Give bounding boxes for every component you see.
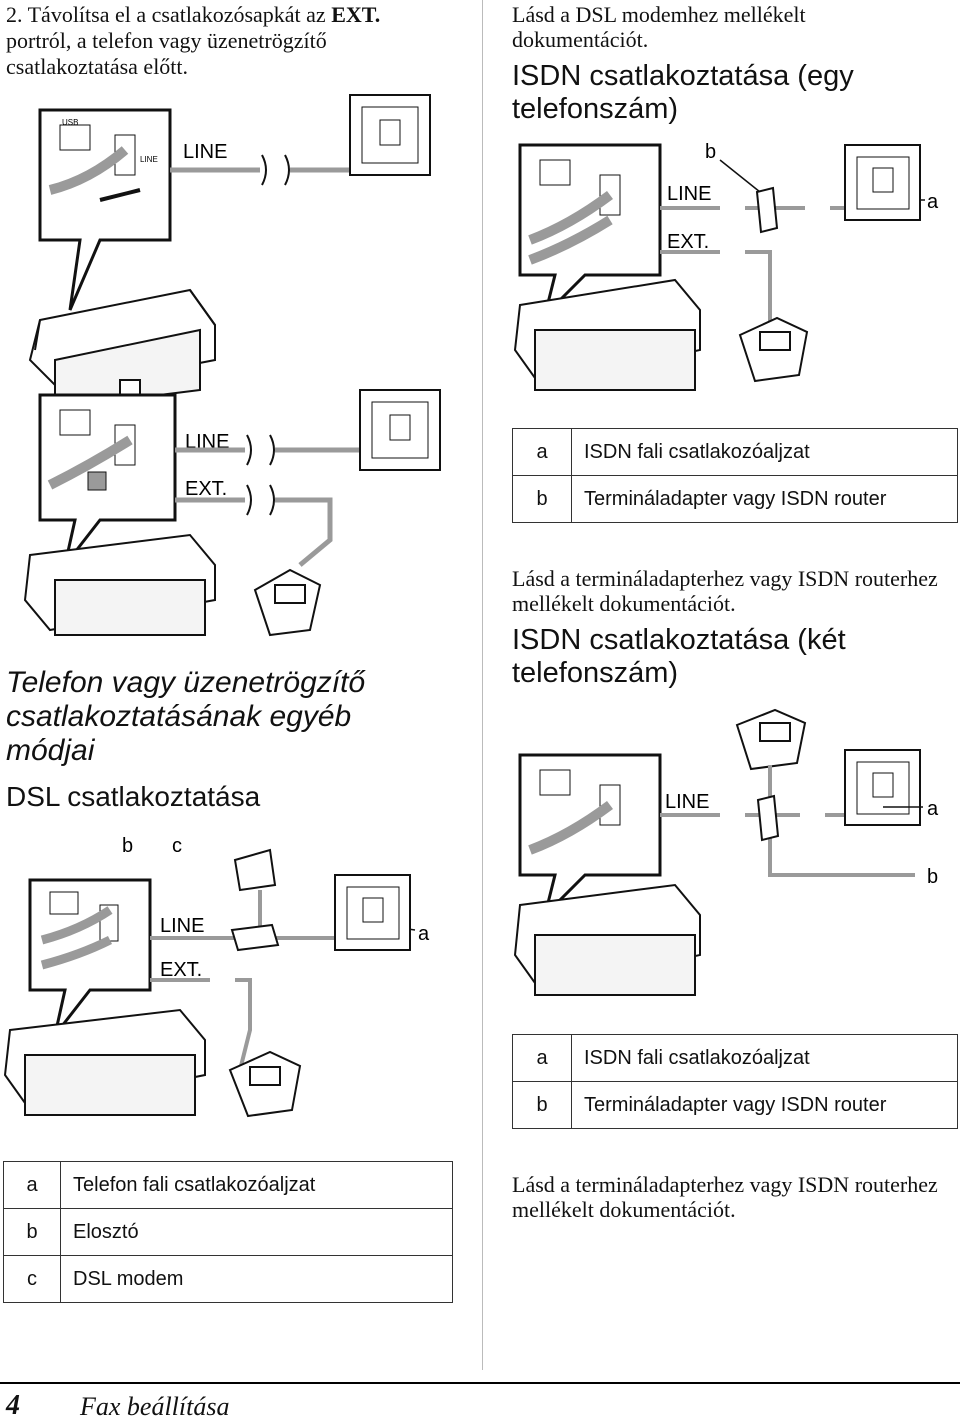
printer-icon: [3, 1008, 206, 1116]
legend-value: Telefon fali csatlakozóaljzat: [60, 1161, 453, 1209]
fig3-label-c: c: [172, 835, 182, 857]
table-row: a ISDN fali csatlakozóaljzat: [512, 428, 958, 476]
figure-line-ext: LINE EXT.: [23, 389, 441, 637]
telephone-icon: [735, 708, 807, 771]
line-port-label: LINE: [140, 155, 158, 164]
port-callout: [518, 143, 662, 320]
step-text-after: portról, a telefon vagy üzenetrögzítő cs…: [6, 28, 327, 79]
legend-value: Elosztó: [60, 1208, 453, 1256]
printer-icon: [513, 883, 701, 996]
table-row: b Elosztó: [3, 1208, 453, 1256]
fig3-label-b: b: [122, 835, 133, 857]
usb-port-label: USB: [62, 118, 78, 127]
fig3-ext-label: EXT.: [160, 959, 202, 981]
legend-key: b: [512, 475, 572, 523]
figure-dsl: b c LINE EXT. a: [3, 835, 430, 1118]
legend-key: a: [512, 428, 572, 476]
table-row: a ISDN fali csatlakozóaljzat: [512, 1034, 958, 1082]
legend-value: ISDN fali csatlakozóaljzat: [571, 428, 958, 476]
fig4-label-b: b: [705, 141, 716, 163]
dsl-modem-icon: [233, 848, 277, 892]
isdn2-legend-table: a ISDN fali csatlakozóaljzat b Terminála…: [512, 1034, 958, 1129]
port-callout: [38, 393, 177, 566]
fig5-label-b: b: [927, 866, 938, 888]
port-callout: [28, 878, 152, 1036]
footer-rule: [0, 1382, 960, 1384]
telephone-icon: [253, 568, 322, 637]
step-text-before: Távolítsa el a csatlakozósapkát az: [27, 2, 332, 27]
legend-key: a: [3, 1161, 61, 1209]
wall-jack-icon: [334, 874, 411, 951]
printer-icon: [23, 533, 216, 636]
fig5-line-label: LINE: [665, 791, 709, 813]
wall-jack-icon: [844, 144, 921, 221]
legend-key: b: [512, 1081, 572, 1129]
dsl-heading: DSL csatlakoztatása: [6, 781, 261, 812]
legend-value: Termináladapter vagy ISDN router: [571, 475, 958, 523]
table-row: a Telefon fali csatlakozóaljzat: [3, 1161, 453, 1209]
table-row: b Termináladapter vagy ISDN router: [512, 1081, 958, 1129]
footer-title: Fax beállítása: [80, 1392, 230, 1421]
isdn1-legend-table: a ISDN fali csatlakozóaljzat b Terminála…: [512, 428, 958, 523]
step-text-bold: EXT.: [331, 2, 381, 27]
fig4-line-label: LINE: [667, 183, 711, 205]
legend-value: DSL modem: [60, 1255, 453, 1303]
table-row: c DSL modem: [3, 1255, 453, 1303]
figure-remove-cap: USB LINE LINE: [28, 94, 431, 410]
wall-jack-icon: [349, 94, 431, 176]
fig3-label-a: a: [418, 923, 430, 945]
port-callout: [518, 753, 662, 920]
splitter-icon: [230, 923, 280, 952]
table-row: b Termináladapter vagy ISDN router: [512, 475, 958, 523]
legend-key: c: [3, 1255, 61, 1303]
terminal-adapter-icon: [755, 186, 779, 234]
step-2: 2. Távolítsa el a csatlakozósapkát az EX…: [6, 2, 446, 80]
fig3-line-label: LINE: [160, 915, 204, 937]
isdn2-note: Lásd a termináladapterhez vagy ISDN rout…: [512, 1172, 938, 1222]
column-divider: [482, 0, 483, 1370]
printer-icon: [513, 278, 701, 391]
dsl-legend-table: a Telefon fali csatlakozóaljzat b Eloszt…: [3, 1161, 453, 1303]
isdn1-note: Lásd a termináladapterhez vagy ISDN rout…: [512, 566, 938, 616]
legend-value: ISDN fali csatlakozóaljzat: [571, 1034, 958, 1082]
legend-key: a: [512, 1034, 572, 1082]
printer-icon: [28, 288, 216, 410]
step-number: 2.: [6, 2, 23, 27]
fig4-label-a: a: [927, 191, 939, 213]
isdn1-heading: ISDN csatlakoztatása (egy telefonszám): [512, 60, 854, 125]
fig1-line-label: LINE: [183, 141, 227, 163]
legend-value: Termináladapter vagy ISDN router: [571, 1081, 958, 1129]
fig5-label-a: a: [927, 798, 939, 820]
wall-jack-icon: [359, 389, 441, 471]
telephone-icon: [738, 316, 809, 383]
terminal-adapter-icon: [756, 794, 780, 842]
page-number: 4: [6, 1390, 20, 1421]
figure-isdn-one: b a LINE EXT.: [513, 141, 939, 391]
fig2-ext-label: EXT.: [185, 478, 227, 500]
port-callout: USB LINE: [38, 108, 172, 311]
wall-jack-icon: [844, 749, 921, 826]
telephone-icon: [228, 1050, 302, 1118]
fig4-ext-label: EXT.: [667, 231, 709, 253]
dsl-note: Lásd a DSL modemhez mellékelt dokumentác…: [512, 2, 806, 52]
section-heading: Telefon vagy üzenetrögzítő csatlakoztatá…: [6, 666, 366, 767]
isdn2-heading: ISDN csatlakoztatása (két telefonszám): [512, 624, 846, 689]
legend-key: b: [3, 1208, 61, 1256]
figure-isdn-two: LINE a b: [513, 708, 939, 996]
